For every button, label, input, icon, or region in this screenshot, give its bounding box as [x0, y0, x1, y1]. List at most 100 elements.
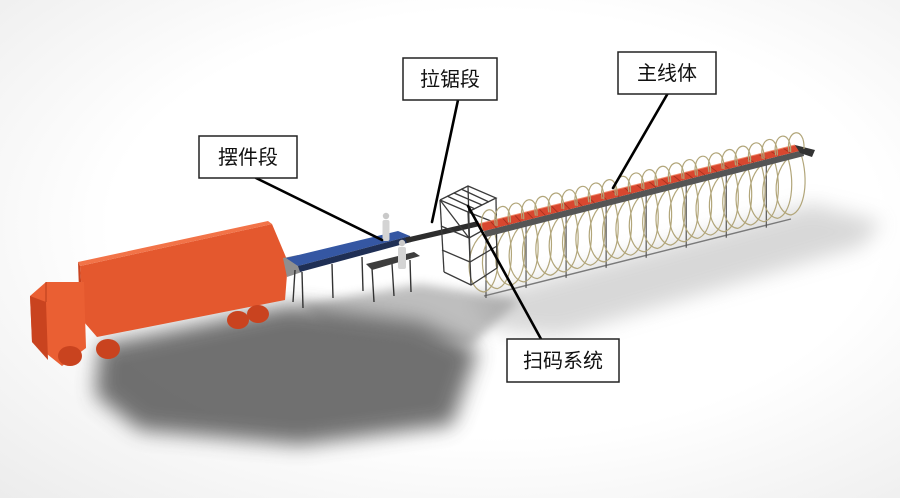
- arch-wire-upper: [694, 155, 712, 176]
- main-belt-tray-divider: [660, 178, 669, 185]
- arch-wire-lower: [642, 187, 673, 250]
- main-belt-tray-group: [489, 147, 791, 229]
- label-box-main-line: [617, 51, 717, 95]
- truck-wheel: [247, 305, 269, 323]
- arch-wire-upper: [787, 132, 805, 153]
- truck-wheel: [58, 346, 82, 366]
- main-belt-tray-divider: [514, 214, 522, 222]
- arch-wire-lower: [535, 214, 566, 276]
- arch-wire-lower: [468, 230, 499, 293]
- main-belt-tray-divider: [489, 220, 497, 229]
- label-box-scan-system: [506, 338, 620, 383]
- arch-wire-upper: [627, 172, 645, 193]
- main-belt-highlight: [477, 144, 796, 225]
- worker-head: [398, 239, 406, 247]
- label-box-swing-section: [198, 135, 298, 179]
- worker-head: [382, 212, 390, 220]
- pointer-saw-section: [430, 98, 460, 224]
- arch-wire-upper: [480, 209, 498, 230]
- arch-wire-upper: [534, 195, 551, 216]
- arch-wire-upper: [560, 189, 578, 210]
- platform-leg: [409, 259, 412, 293]
- truck-wheel: [227, 311, 249, 329]
- arch-wire-lower: [682, 177, 713, 240]
- arch-wire-lower: [668, 180, 699, 243]
- main-belt-tray-divider: [782, 147, 791, 154]
- main-belt-tray-divider: [636, 184, 644, 191]
- callout-scan-system: 扫码系统: [506, 338, 620, 383]
- arch-wire-upper: [507, 202, 525, 223]
- worker-body: [398, 247, 406, 269]
- arch-wire-lower: [521, 217, 553, 280]
- main-belt-tray-divider: [563, 202, 571, 210]
- scan-frame-brace: [439, 199, 470, 239]
- scan-frame-post: [467, 185, 471, 259]
- label-swing-section: 摆件段: [218, 145, 278, 169]
- platform-deck: [366, 252, 420, 270]
- main-belt-rail: [484, 150, 804, 237]
- main-line-structure: [468, 153, 806, 298]
- arch-wire-upper: [641, 169, 658, 189]
- arch-wire-lower: [775, 153, 806, 216]
- arch-wire-lower: [695, 173, 726, 236]
- scan-frame-post: [439, 199, 445, 273]
- main-belt-tray-divider: [721, 162, 730, 170]
- scan-frame-top-bar: [446, 195, 476, 210]
- arch-wire-upper: [774, 135, 792, 156]
- infeed-leg: [292, 269, 296, 303]
- main-belt-tray-divider: [624, 187, 632, 194]
- arch-wire-lower: [508, 220, 539, 283]
- truck-cab-front: [30, 296, 48, 360]
- scan-frame-bottom: [443, 267, 498, 286]
- infeed-leg: [331, 263, 334, 299]
- arch-wire-lower: [548, 210, 579, 273]
- arch-wire-upper-group: [480, 132, 805, 230]
- worker-body: [382, 220, 390, 241]
- label-saw-section: 拉锯段: [420, 67, 480, 91]
- arch-wire-lower: [735, 163, 766, 226]
- saw-section-conveyor: [405, 221, 480, 243]
- arch-wire-lower: [615, 193, 646, 256]
- main-belt-tray-divider: [697, 168, 706, 176]
- callout-swing-section: 摆件段: [198, 135, 298, 179]
- callout-saw-section: 拉锯段: [402, 57, 498, 101]
- arch-wire-upper: [547, 192, 565, 213]
- arch-wire-lower: [762, 157, 793, 219]
- truck: [30, 221, 302, 366]
- main-line-shadow: [470, 204, 882, 336]
- arch-wire-lower: [495, 224, 526, 286]
- label-box-saw-section: [402, 57, 498, 101]
- arch-wire-upper: [721, 148, 738, 169]
- infeed-belt-side: [298, 236, 411, 272]
- callout-main-line: 主线体: [617, 51, 717, 95]
- scan-frame-top-bar: [460, 188, 490, 203]
- arch-wire-upper: [601, 179, 618, 199]
- ground-shadows: [95, 204, 882, 445]
- arch-wire-lower: [748, 160, 779, 223]
- operator-platform: [366, 212, 420, 303]
- main-line-end-chute: [795, 145, 815, 157]
- platform-leg: [371, 267, 375, 303]
- arch-wire-lower: [708, 170, 739, 233]
- pointer-lines: [254, 91, 670, 341]
- truck-container-side: [80, 224, 288, 337]
- truck-shadow: [95, 305, 478, 445]
- arch-wire-lower: [655, 183, 686, 246]
- arch-wire-lower: [628, 190, 659, 253]
- arch-wire-upper: [494, 205, 511, 226]
- arch-wire-upper: [574, 185, 592, 206]
- arch-wire-upper: [734, 145, 752, 166]
- arch-wire-upper: [520, 199, 538, 220]
- arch-wire-upper: [654, 165, 672, 186]
- platform-leg: [391, 263, 395, 297]
- scan-frame-rail: [441, 245, 498, 263]
- pointer-swing-section: [254, 176, 384, 242]
- pointer-scan-system: [466, 204, 543, 341]
- arch-wire-lower-group: [468, 153, 806, 293]
- main-line-bottom-rail: [483, 218, 792, 297]
- infeed-leg: [361, 256, 364, 292]
- arch-wire-lower: [481, 227, 513, 290]
- arch-wire-lower: [588, 200, 619, 263]
